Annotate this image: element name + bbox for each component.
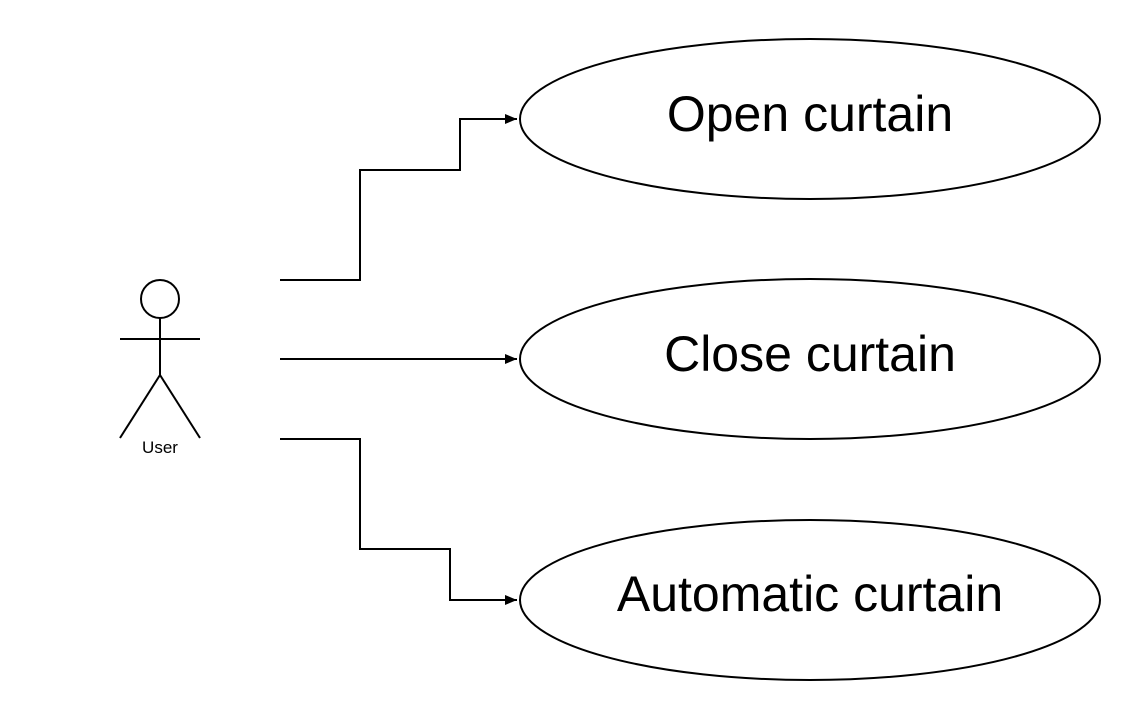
actor-user: User — [119, 279, 201, 457]
actor-head — [140, 279, 180, 319]
actor-left-leg — [119, 374, 161, 439]
connector-open-curtain — [280, 114, 517, 281]
use-case-ellipse — [519, 278, 1101, 440]
use-case-automatic-curtain: Automatic curtain — [519, 519, 1101, 681]
use-case-close-curtain: Close curtain — [519, 278, 1101, 440]
use-case-label: Open curtain — [667, 86, 953, 142]
use-case-label: Automatic curtain — [617, 566, 1003, 622]
actor-label: User — [142, 438, 178, 457]
connector-automatic-curtain — [280, 438, 517, 605]
use-case-label: Close curtain — [664, 326, 956, 382]
use-case-ellipse — [519, 519, 1101, 681]
use-case-ellipse — [519, 38, 1101, 200]
use-case-open-curtain: Open curtain — [519, 38, 1101, 200]
actor-right-leg — [159, 374, 201, 439]
